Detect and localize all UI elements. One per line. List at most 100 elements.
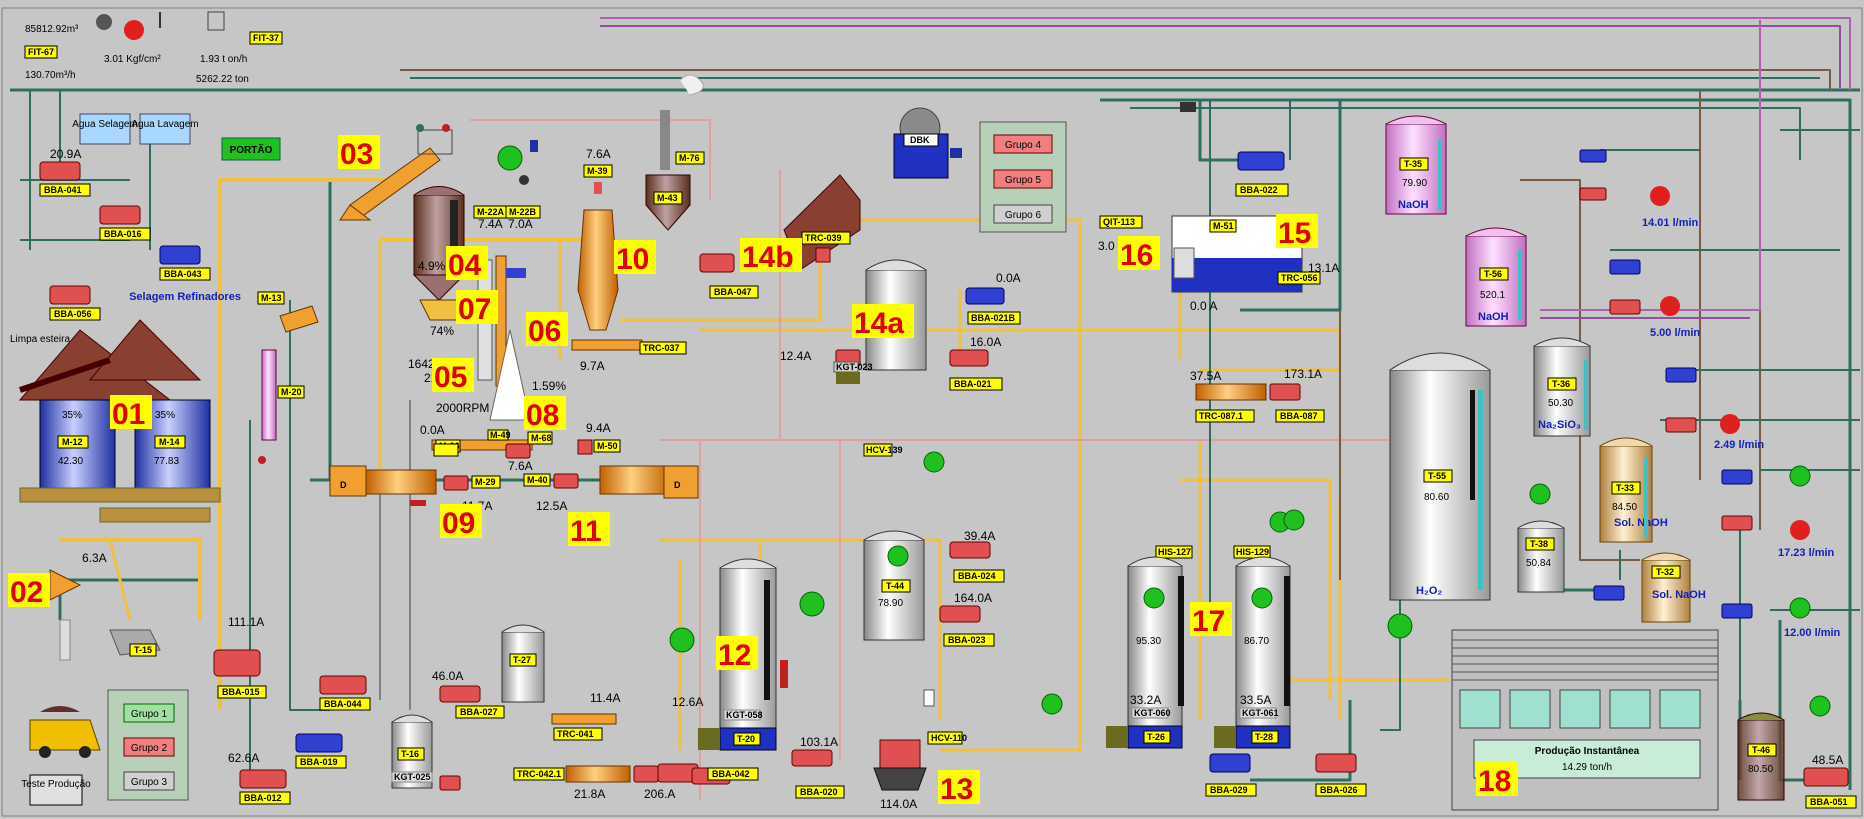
t16-tag: T-16 — [401, 749, 419, 759]
grupo4-button[interactable] — [993, 134, 1053, 154]
alarm-1-icon[interactable] — [1650, 186, 1670, 206]
pump-dose-3[interactable] — [1609, 259, 1641, 275]
pump-bba019[interactable] — [295, 733, 343, 753]
pump-dose-4[interactable] — [1609, 299, 1641, 315]
alarm-4-icon[interactable] — [1790, 520, 1810, 540]
alarm-3-icon[interactable] — [1720, 414, 1740, 434]
agitator-13[interactable] — [879, 739, 921, 769]
bba015-current: 111.1A — [228, 615, 264, 629]
grupo6-button[interactable] — [993, 204, 1053, 224]
silo-m12-level: 35% — [62, 410, 82, 421]
pump-bba056[interactable] — [49, 285, 91, 305]
trc041-tag: TRC-041 — [557, 729, 594, 739]
pump-kgt025[interactable] — [439, 775, 461, 791]
pump-m29[interactable] — [443, 475, 469, 491]
section-label-17: 17 — [1192, 605, 1225, 638]
tank-t46[interactable] — [1737, 719, 1785, 801]
tank-t36[interactable] — [1533, 345, 1591, 437]
m22b-tag: M-22B — [509, 207, 537, 217]
t28-tag: T-28 — [1255, 732, 1273, 742]
pressure-alarm-icon[interactable] — [124, 20, 144, 40]
pump-trc039[interactable] — [815, 247, 831, 263]
pump-bba044[interactable] — [319, 675, 367, 695]
pump-bba024[interactable] — [949, 541, 991, 559]
refiner-09[interactable] — [365, 469, 437, 495]
section-label-07: 07 — [458, 293, 491, 326]
pump-bba020[interactable] — [791, 749, 833, 767]
pump-bba012[interactable] — [239, 769, 287, 789]
bba047-tag: BBA-047 — [714, 287, 752, 297]
t55-tag: T-55 — [1428, 471, 1446, 481]
controller-fic187-icon[interactable] — [669, 627, 695, 653]
pump-dose-9[interactable] — [1721, 603, 1753, 619]
pump-bba021[interactable] — [949, 349, 989, 367]
refiner-11[interactable] — [599, 465, 671, 495]
t32-tag: T-32 — [1656, 567, 1674, 577]
pump-bba041[interactable] — [39, 161, 81, 181]
teste-producao-button[interactable] — [29, 774, 83, 806]
pump-bba029[interactable] — [1209, 753, 1251, 773]
agua-selagem-button[interactable] — [79, 113, 131, 145]
pump-bba043[interactable] — [159, 245, 201, 265]
grupo3-button[interactable] — [123, 771, 175, 791]
pump-bba021b[interactable] — [965, 287, 1005, 305]
flow-rate-readout: 1.93 t on/h — [200, 54, 247, 65]
grupo2-button[interactable] — [123, 737, 175, 757]
bba087-current: 173.1A — [1284, 367, 1322, 381]
pump-m68[interactable] — [505, 443, 531, 459]
pump-m40[interactable] — [553, 473, 579, 489]
svg-text:D: D — [340, 480, 347, 490]
pump-bba016[interactable] — [99, 205, 141, 225]
grupo1-button[interactable] — [123, 703, 175, 723]
pump-bba022[interactable] — [1237, 151, 1285, 171]
pump-dose-7[interactable] — [1721, 469, 1753, 485]
alarm-2-icon[interactable] — [1660, 296, 1680, 316]
pump-bba051[interactable] — [1803, 767, 1849, 787]
m51-tag: M-51 — [1213, 221, 1234, 231]
pump-bba023[interactable] — [939, 605, 981, 623]
controller-fic-t46-icon[interactable] — [1809, 695, 1831, 717]
section-14b: TRC-039 — [783, 174, 861, 271]
grupo2-label: Grupo 2 — [131, 743, 168, 754]
pump-dose-6[interactable] — [1665, 417, 1697, 433]
pump-bba047[interactable] — [699, 253, 735, 273]
controller-qic156-icon[interactable] — [1387, 613, 1413, 639]
pump-bba027[interactable] — [439, 685, 481, 703]
controller-fic-t44-icon[interactable] — [923, 451, 945, 473]
tank-t56[interactable] — [1465, 235, 1527, 327]
trc042-tag: TRC-042.1 — [517, 769, 561, 779]
controller-lic185-icon[interactable] — [799, 591, 825, 617]
pump-trc042[interactable] — [633, 765, 659, 783]
bba020-current: 103.1A — [800, 735, 838, 749]
pump-dose-8[interactable] — [1721, 515, 1753, 531]
grupo5-button[interactable] — [993, 169, 1053, 189]
pump-dose-5[interactable] — [1665, 367, 1697, 383]
pump-dose-2[interactable] — [1579, 187, 1607, 201]
controller-fic43-icon[interactable] — [497, 145, 523, 171]
pump-dose-10[interactable] — [1593, 585, 1625, 601]
agua-lavagem-button[interactable] — [139, 113, 191, 145]
section-label-04: 04 — [448, 249, 482, 282]
t32-chemical: Sol. NaOH — [1652, 589, 1706, 601]
his129-tag: HIS-129 — [1236, 547, 1269, 557]
pump-dose-1[interactable] — [1579, 149, 1607, 163]
m13-tag: M-13 — [261, 293, 282, 303]
bba041-current: 20.9A — [50, 147, 81, 161]
controller-fic-near-13-icon[interactable] — [1041, 693, 1063, 715]
portao-button[interactable] — [221, 137, 281, 161]
bba024-current: 39.4A — [964, 529, 995, 543]
flow-readout-2: 5.00 l/min — [1650, 327, 1700, 339]
pump-bba026[interactable] — [1315, 753, 1357, 773]
tank-t27[interactable] — [501, 631, 545, 703]
tank-t33[interactable] — [1599, 445, 1653, 543]
bba015-tag: BBA-015 — [222, 687, 260, 697]
refiner-09-motor[interactable] — [329, 465, 367, 497]
pump-m50[interactable] — [577, 439, 593, 455]
cyclone-vessel[interactable] — [577, 209, 619, 331]
chip-silos: 35% 35% M-12 M-14 42.30 77.83 — [18, 319, 221, 523]
pump-bba015[interactable] — [213, 649, 261, 677]
pump-bba087[interactable] — [1269, 383, 1301, 401]
refiner-11-motor[interactable] — [663, 465, 699, 499]
svg-text:D: D — [674, 480, 681, 490]
controller-lic-t38-icon[interactable] — [1529, 483, 1551, 505]
